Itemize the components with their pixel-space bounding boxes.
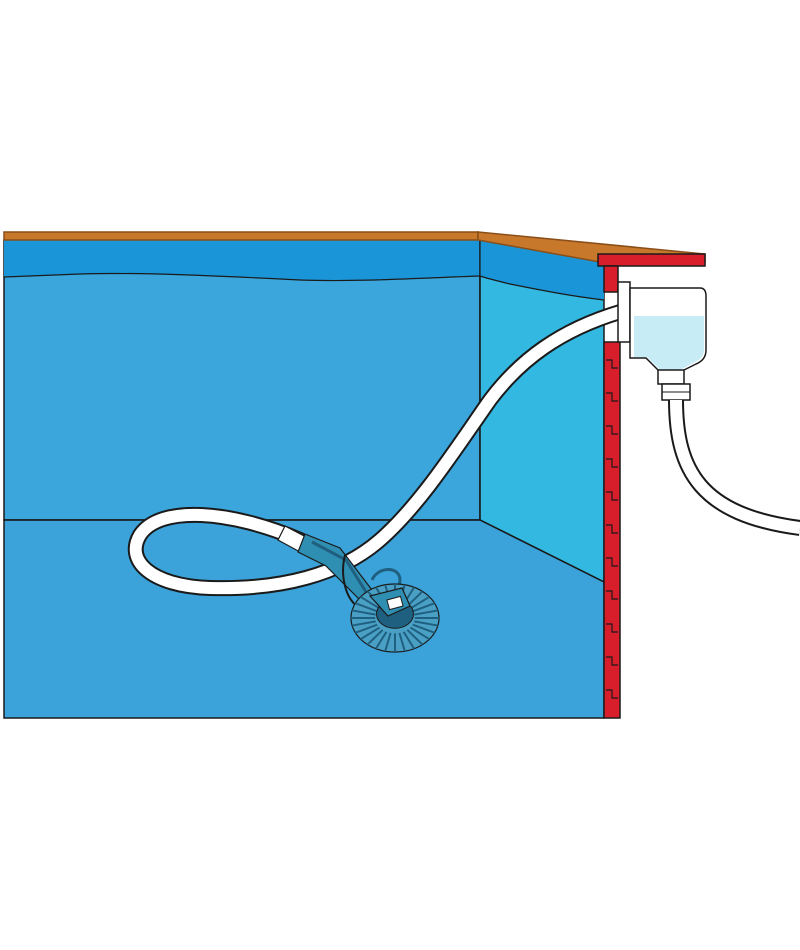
cleaner-disc xyxy=(350,583,440,653)
water-surface-back xyxy=(4,240,480,281)
cleaner-disc-fin xyxy=(406,629,424,646)
floor-edge-side xyxy=(479,519,605,583)
cleaner-disc-fin xyxy=(360,626,381,641)
pool-back-wall xyxy=(3,239,481,521)
cleaner-arm-stripe xyxy=(311,540,368,593)
cleaner-disc-fin xyxy=(355,602,378,613)
skimmer-icon xyxy=(617,281,707,401)
water-surface-line-back xyxy=(3,272,481,282)
cleaner-disc-fin xyxy=(366,629,384,646)
cleaner-disc-fin xyxy=(402,631,415,650)
skimmer-mouth xyxy=(617,281,631,343)
wall-notch xyxy=(606,623,618,633)
cleaner-disc-fin xyxy=(409,595,430,610)
cleaner-head-plate xyxy=(386,595,404,611)
wall-notch xyxy=(606,359,618,369)
water-surface-line-side xyxy=(479,275,605,301)
cleaner-disc-fin xyxy=(414,609,439,616)
cleaner-disc-fin xyxy=(412,623,435,634)
cleaner-disc-fin xyxy=(409,626,430,641)
cleaner-disc-fin xyxy=(360,595,381,610)
wall-notch xyxy=(606,392,618,402)
wall-notch xyxy=(606,425,618,435)
water-surface-side xyxy=(480,240,604,300)
cleaner-disc-fin xyxy=(355,623,378,634)
wall-notch xyxy=(606,557,618,567)
cleaner-disc-fin xyxy=(351,609,376,616)
cleaner-disc-fin xyxy=(414,620,439,627)
wall-notch xyxy=(606,656,618,666)
wall-top-cap xyxy=(597,253,706,267)
wall-notch xyxy=(606,524,618,534)
skimmer-neck xyxy=(657,369,685,385)
wall-notch xyxy=(606,458,618,468)
cleaner-disc-fin xyxy=(351,620,376,627)
cleaner-disc-fin xyxy=(406,590,424,607)
cleaner-disc-fin xyxy=(398,632,406,652)
wall-upper xyxy=(603,265,619,293)
return-hose-fill xyxy=(670,399,800,534)
coping-back xyxy=(3,231,479,241)
wall-notch xyxy=(606,491,618,501)
suction-hose-fill xyxy=(129,306,626,595)
cleaner-disc-fin xyxy=(375,631,388,650)
pool-cleaner-icon xyxy=(277,525,440,653)
wall-notch xyxy=(606,689,618,699)
wall-notch xyxy=(606,590,618,600)
cleaner-disc-fin xyxy=(412,602,435,613)
wall-notches xyxy=(606,359,618,699)
cleaner-disc-fin xyxy=(384,632,392,652)
skimmer-water xyxy=(634,316,704,370)
